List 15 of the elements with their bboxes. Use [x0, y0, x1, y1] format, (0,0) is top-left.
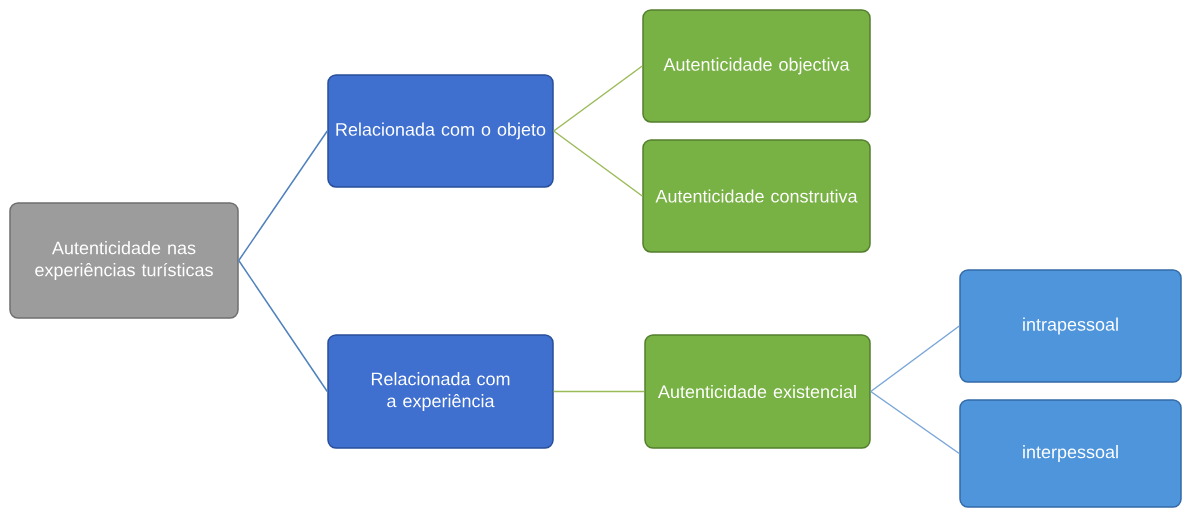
- box: Autenticidade nas experiências turísticas: [9, 202, 239, 319]
- box: Relacionada com o objeto: [327, 74, 554, 188]
- box: interpessoal: [959, 399, 1182, 508]
- connector-line: [238, 259, 328, 393]
- connector-line: [870, 390, 960, 455]
- connector-line: [870, 325, 960, 393]
- box: Autenticidade objectiva: [642, 9, 871, 123]
- connector-line: [238, 130, 328, 262]
- box: Autenticidade existencial: [644, 334, 871, 449]
- connector-line: [553, 130, 643, 197]
- connector-line: [553, 390, 645, 393]
- box: Autenticidade construtiva: [642, 139, 871, 253]
- box: intrapessoal: [959, 269, 1182, 383]
- connector-line: [553, 65, 643, 132]
- box: Relacionada com a experiência: [327, 334, 554, 449]
